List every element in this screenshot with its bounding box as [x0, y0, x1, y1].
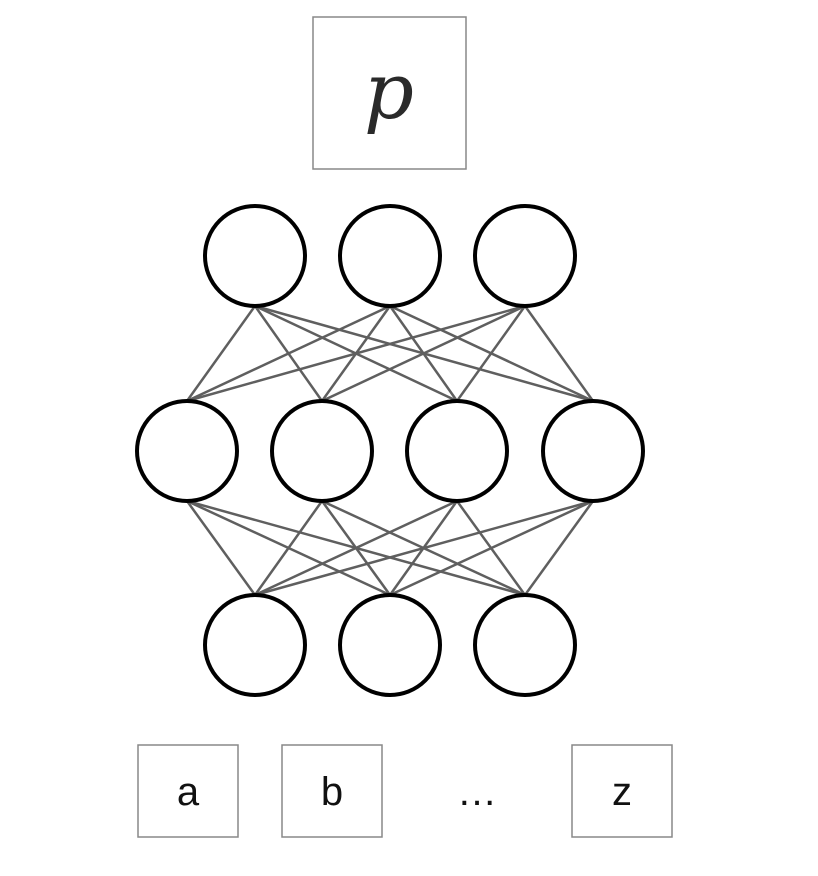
input-layer-node	[473, 204, 577, 308]
output-label: a	[177, 770, 200, 814]
output-label: z	[612, 770, 632, 814]
connection-edge	[523, 305, 595, 402]
input-layer-node	[203, 204, 307, 308]
neurons	[135, 204, 645, 697]
connection-edge	[253, 500, 324, 596]
connection-edge	[389, 499, 594, 597]
connection-edge	[185, 500, 257, 596]
handwritten-letter-glyph: p	[364, 47, 414, 137]
connection-edge	[186, 304, 391, 403]
output-labels: a b … z	[137, 744, 673, 838]
input-image-frame	[312, 16, 467, 170]
connection-edge	[321, 304, 526, 403]
output-label-box	[281, 744, 383, 838]
output-layer-node	[473, 593, 577, 697]
connections	[185, 304, 595, 597]
output-layer-node	[203, 593, 307, 697]
connection-edge	[254, 499, 594, 597]
output-label-box	[137, 744, 239, 838]
hidden-layer-node	[270, 399, 374, 503]
hidden-layer-node	[541, 399, 645, 503]
output-label-box	[571, 744, 673, 838]
connection-edge	[523, 500, 595, 596]
connection-edge	[185, 305, 257, 402]
hidden-layer-node	[405, 399, 509, 503]
connection-edge	[186, 304, 526, 403]
input-image: p	[312, 16, 467, 170]
connection-edge	[455, 305, 527, 402]
output-layer-node	[338, 593, 442, 697]
output-label: b	[321, 770, 343, 814]
hidden-layer-node	[135, 399, 239, 503]
connection-edge	[254, 499, 458, 597]
ellipsis-label: …	[457, 770, 497, 814]
input-layer-node	[338, 204, 442, 308]
